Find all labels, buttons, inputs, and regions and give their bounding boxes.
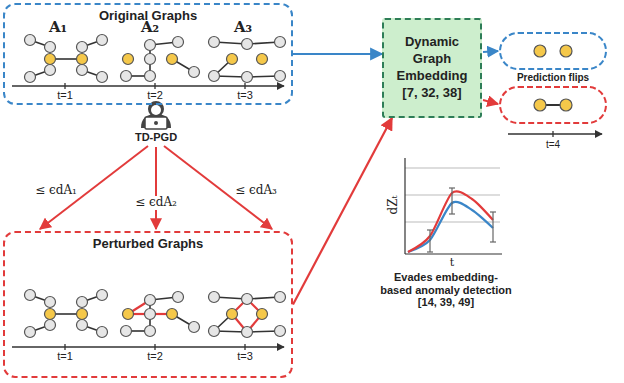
graph xyxy=(209,292,286,338)
hacker-icon xyxy=(141,101,171,129)
graph xyxy=(25,35,108,83)
time-label: t=4 xyxy=(546,139,560,151)
time-label: t=1 xyxy=(57,350,73,363)
budget-label: ≤ ϵdA₃ xyxy=(233,184,279,198)
flow-arrow xyxy=(293,53,382,55)
graph xyxy=(25,290,108,338)
budget-label: ≤ ϵdA₂ xyxy=(133,196,179,210)
group-heading: Perturbed Graphs xyxy=(11,236,285,252)
box-label: Dynamic Graph Embedding [7, 32, 38] xyxy=(390,34,474,102)
annotation: Prediction flips xyxy=(517,72,589,84)
connectors xyxy=(293,54,392,305)
time-label: t=3 xyxy=(237,89,253,102)
matrix-label: A₃ xyxy=(234,19,252,36)
budget-label: ≤ ϵdA₁ xyxy=(33,184,79,198)
chart-caption: Evades embedding-based anomaly detection… xyxy=(380,271,512,309)
matrix-label: A₂ xyxy=(141,19,159,36)
axis-label: dZₜ xyxy=(387,196,401,215)
graph-drawings xyxy=(25,35,286,338)
attack-name: TD-PGD xyxy=(135,131,177,144)
graph xyxy=(121,37,200,82)
time-label: t=3 xyxy=(237,350,253,363)
time-label: t=1 xyxy=(57,89,73,102)
axis-label: t xyxy=(450,257,454,270)
process-box: Dynamic Graph Embedding [7, 32, 38] xyxy=(382,18,482,118)
graph xyxy=(209,37,286,83)
graph xyxy=(121,292,200,337)
matrix-label: A₁ xyxy=(49,19,67,36)
time-label: t=2 xyxy=(147,89,163,102)
flow-arrow xyxy=(293,118,392,305)
time-label: t=2 xyxy=(147,350,163,363)
prediction-outputs xyxy=(483,33,606,123)
anomaly-chart xyxy=(405,158,502,254)
